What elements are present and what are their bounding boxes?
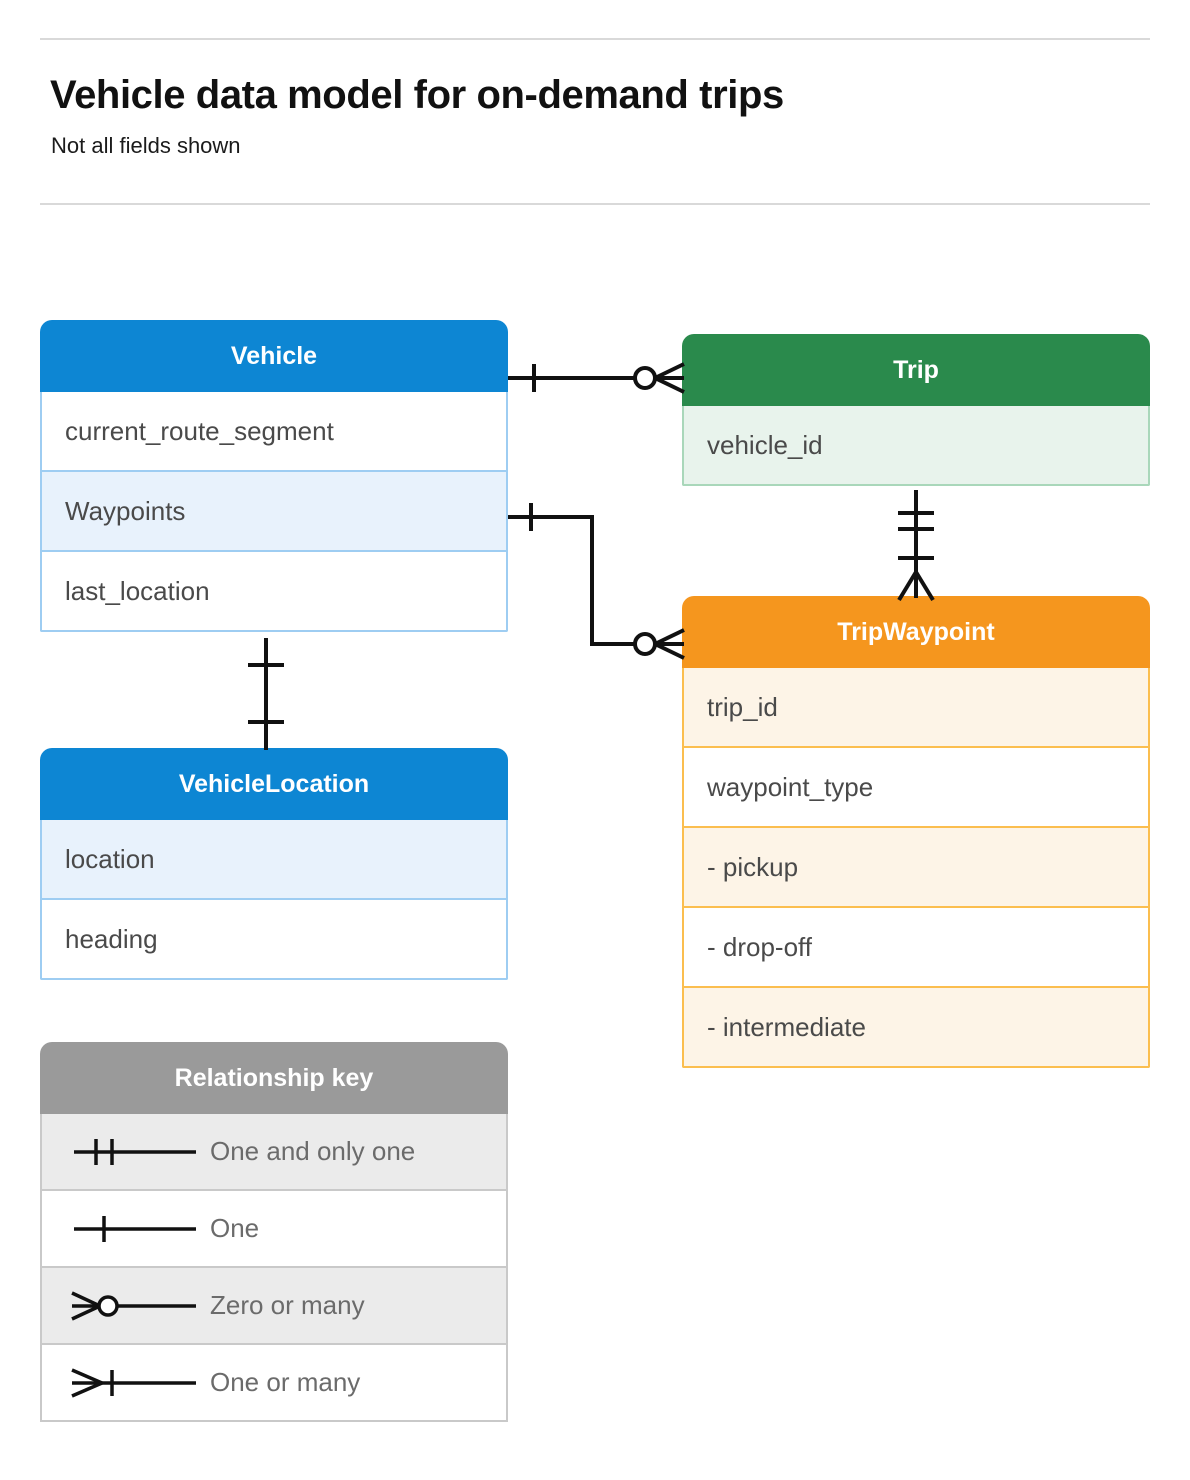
entity-vehiclelocation[interactable]: VehicleLocation location heading	[40, 748, 508, 980]
entity-tripwaypoint-field-pickup[interactable]: - pickup	[682, 828, 1150, 908]
entity-vehiclelocation-field-location[interactable]: location	[40, 820, 508, 900]
connector-trip-tripwaypoint	[897, 490, 935, 602]
entity-tripwaypoint-header: TripWaypoint	[682, 596, 1150, 668]
entity-tripwaypoint-field-waypoint-type[interactable]: waypoint_type	[682, 748, 1150, 828]
connector-vehicle-vehiclelocation	[248, 638, 284, 750]
entity-vehiclelocation-field-heading[interactable]: heading	[40, 900, 508, 980]
zero-or-many-icon	[42, 1286, 210, 1326]
relationship-key-header: Relationship key	[40, 1042, 508, 1114]
one-or-many-icon	[42, 1363, 210, 1403]
one-and-only-one-icon	[42, 1132, 210, 1172]
legend-label-zero-or-many: Zero or many	[210, 1290, 365, 1320]
connector-waypoints-tripwaypoint	[508, 503, 685, 660]
relationship-key-legend: Relationship key One and only one One	[40, 1042, 508, 1422]
entity-vehicle-field-current-route-segment[interactable]: current_route_segment	[40, 392, 508, 472]
entity-tripwaypoint-field-drop-off[interactable]: - drop-off	[682, 908, 1150, 988]
entity-vehiclelocation-header: VehicleLocation	[40, 748, 508, 820]
legend-label-one: One	[210, 1213, 260, 1243]
entity-vehicle[interactable]: Vehicle current_route_segment Waypoints …	[40, 320, 508, 632]
legend-row-zero-or-many: Zero or many	[40, 1268, 508, 1345]
entity-tripwaypoint[interactable]: TripWaypoint trip_id waypoint_type - pic…	[682, 596, 1150, 1068]
entity-vehicle-field-last-location[interactable]: last_location	[40, 552, 508, 632]
connector-vehicle-trip	[508, 362, 685, 394]
entity-vehicle-field-waypoints[interactable]: Waypoints	[40, 472, 508, 552]
entity-trip[interactable]: Trip vehicle_id	[682, 334, 1150, 486]
entity-trip-header: Trip	[682, 334, 1150, 406]
entity-trip-field-vehicle-id[interactable]: vehicle_id	[682, 406, 1150, 486]
entity-tripwaypoint-field-intermediate[interactable]: - intermediate	[682, 988, 1150, 1068]
divider-bottom	[40, 203, 1150, 205]
legend-row-one-and-only-one: One and only one	[40, 1114, 508, 1191]
entity-tripwaypoint-field-trip-id[interactable]: trip_id	[682, 668, 1150, 748]
entity-vehicle-header: Vehicle	[40, 320, 508, 392]
legend-label-one-or-many: One or many	[210, 1367, 361, 1397]
legend-row-one-or-many: One or many	[40, 1345, 508, 1422]
legend-row-one: One	[40, 1191, 508, 1268]
page-subtitle: Not all fields shown	[51, 133, 241, 158]
legend-label-one-and-only-one: One and only one	[210, 1136, 416, 1166]
page-title: Vehicle data model for on-demand trips	[50, 73, 784, 117]
one-icon	[42, 1209, 210, 1249]
divider-top	[40, 38, 1150, 40]
